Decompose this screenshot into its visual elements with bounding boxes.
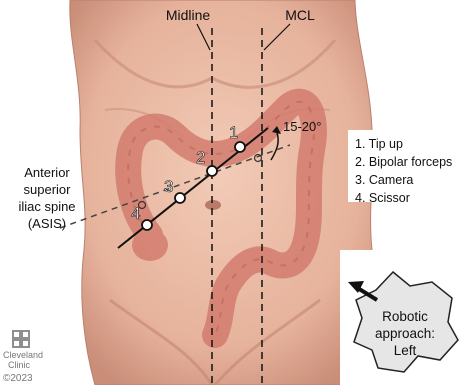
port-2-number: 2 (196, 148, 205, 167)
port-3 (175, 193, 185, 203)
robotic-approach-line-1: Robotic (382, 309, 428, 324)
legend-item-2: 2. Bipolar forceps (355, 155, 452, 169)
port-4 (142, 220, 152, 230)
navel (205, 200, 221, 210)
asis-label-line-1: Anterior (24, 165, 70, 180)
port-4-number: 4 (131, 204, 140, 223)
logo-line-2: Clinic (8, 360, 31, 370)
legend-item-3: 3. Camera (355, 173, 413, 187)
robotic-approach-line-2: approach: (375, 326, 435, 341)
asis-label: Anterior superior iliac spine (ASIS) (18, 165, 75, 231)
asis-label-line-2: superior (24, 182, 72, 197)
port-1-number: 1 (229, 123, 238, 142)
port-2 (207, 166, 217, 176)
asis-label-line-3: iliac spine (18, 199, 75, 214)
legend-item-1: 1. Tip up (355, 137, 403, 151)
port-1 (235, 142, 245, 152)
mcl-label: MCL (285, 7, 315, 23)
copyright: ©2023 (3, 373, 33, 384)
logo-line-1: Cleveland (3, 350, 43, 360)
robotic-approach-line-3: Left (394, 343, 417, 358)
asis-label-line-4: (ASIS) (28, 216, 66, 231)
midline-label: Midline (166, 7, 211, 23)
angle-label: 15-20° (283, 119, 321, 134)
legend-item-4: 4. Scissor (355, 191, 410, 205)
port-3-number: 3 (164, 177, 173, 196)
cleveland-clinic-logo: Cleveland Clinic (3, 331, 43, 370)
